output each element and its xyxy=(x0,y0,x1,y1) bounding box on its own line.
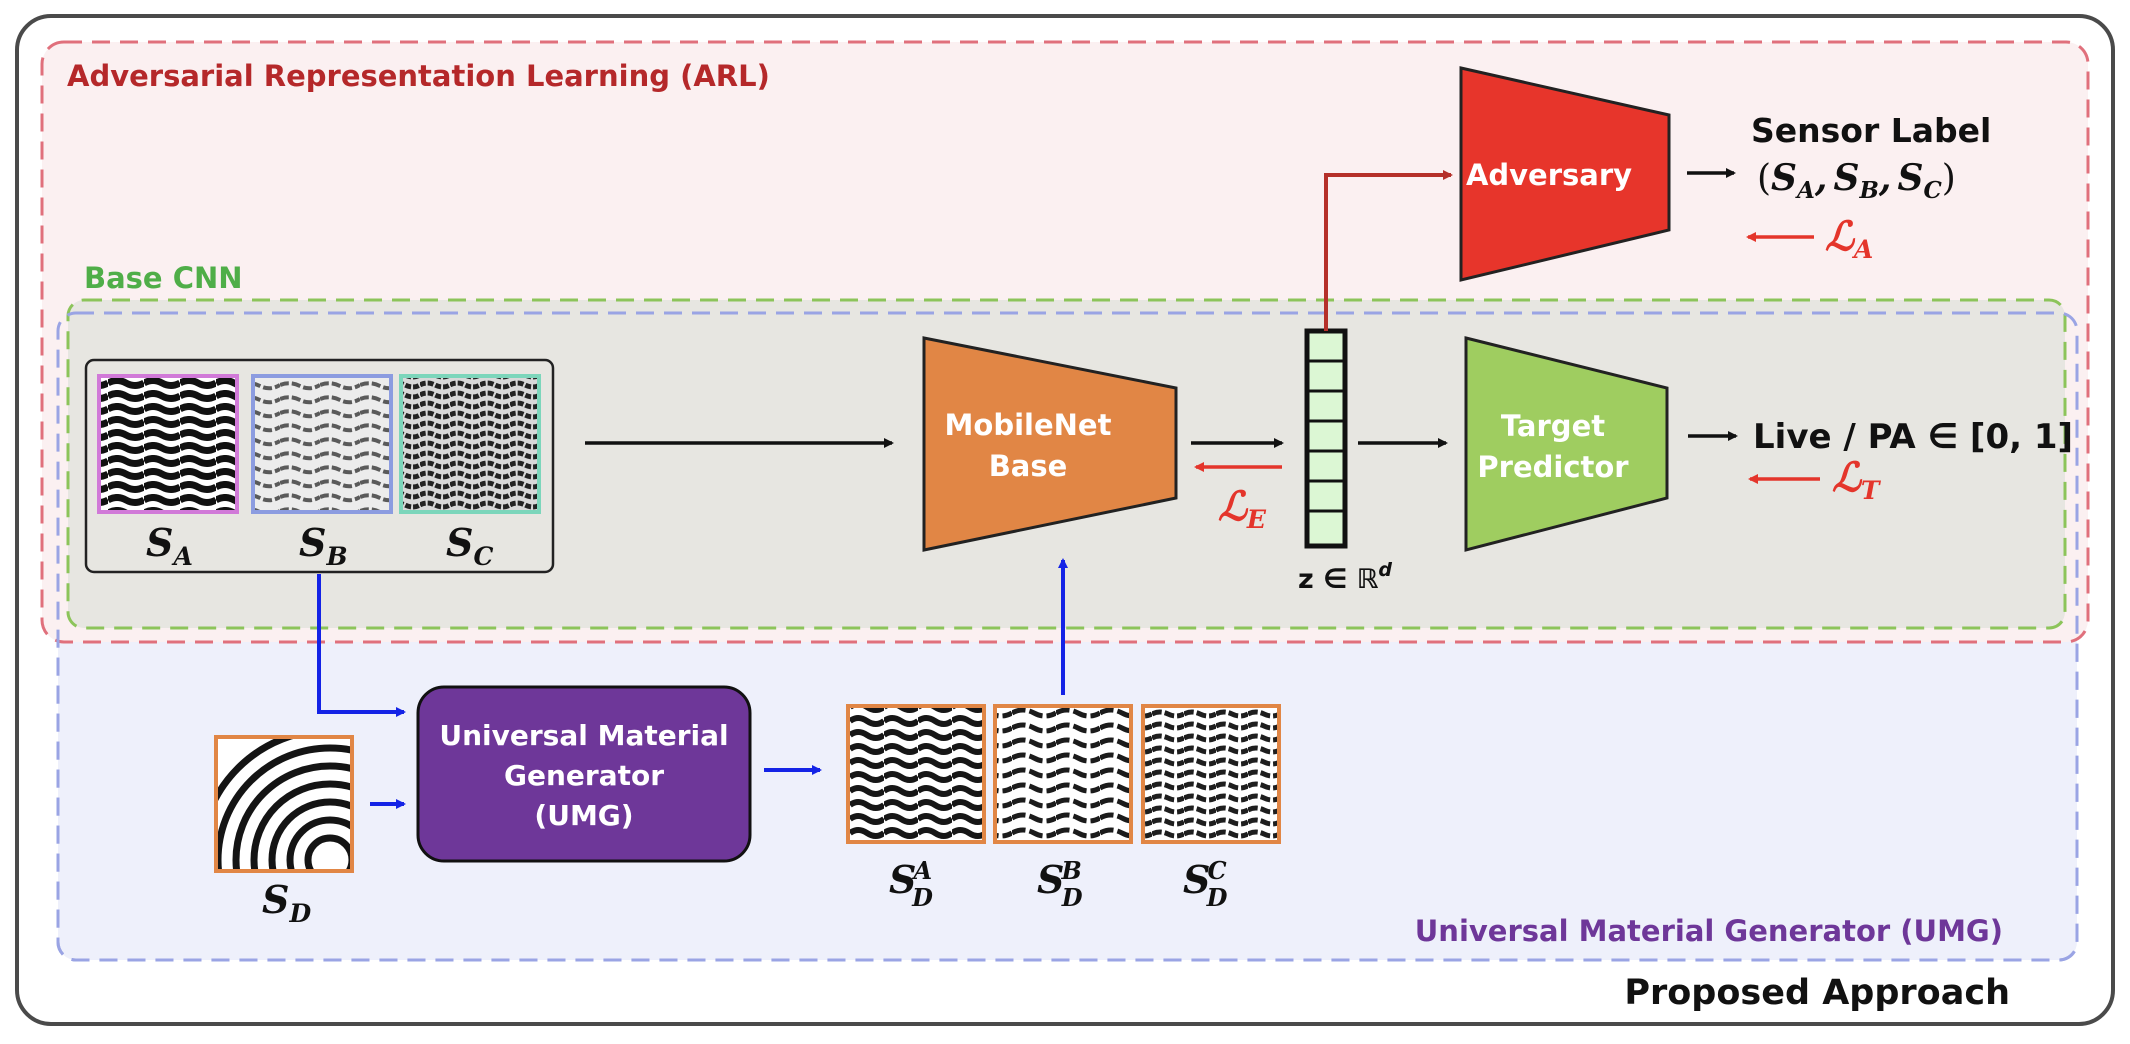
fingerprint-patch-sdb xyxy=(993,704,1133,844)
fingerprint-patch-sb xyxy=(251,374,393,514)
umg-block xyxy=(416,685,752,863)
adversary-block xyxy=(1459,66,1671,282)
umg-block-label-3: (UMG) xyxy=(534,799,633,832)
arrow-sb-to-umg xyxy=(317,574,406,717)
target-predictor-block xyxy=(1464,336,1669,552)
live-pa-label: Live / PA ∈ [0, 1] xyxy=(1753,417,2073,457)
footer-title: Proposed Approach xyxy=(1624,973,2010,1013)
umg-title: Universal Material Generator (UMG) xyxy=(1415,914,2003,948)
fingerprint-patch-sd-border xyxy=(214,735,354,873)
arl-title: Adversarial Representation Learning (ARL… xyxy=(67,59,770,93)
loss-a-label: ℒA xyxy=(1825,213,1873,264)
umg-block-label-2: Generator xyxy=(504,759,664,792)
fingerprint-patch-sa xyxy=(97,374,239,514)
mobilenet-base-block xyxy=(922,336,1178,552)
umg-region-overlay xyxy=(56,311,2079,962)
sensor-label-title: Sensor Label xyxy=(1751,111,1991,150)
mobilenet-label-2: Base xyxy=(989,449,1068,483)
latent-vector xyxy=(1304,328,1348,549)
loss-t-label: ℒT xyxy=(1832,454,1882,505)
arrow-latent-to-adversary xyxy=(1324,170,1453,331)
loss-e-label: ℒE xyxy=(1218,483,1267,534)
label-sd: SD xyxy=(262,877,311,928)
target-label: Target xyxy=(1501,409,1605,443)
adversary-label: Adversary xyxy=(1466,158,1632,192)
label-sb: SB xyxy=(299,520,348,571)
fingerprint-patch-sda xyxy=(846,704,986,844)
target-label-2: Predictor xyxy=(1477,450,1629,484)
label-sa: SA xyxy=(146,520,193,571)
mobilenet-label: MobileNet xyxy=(945,408,1112,442)
latent-label: z ∈ ℝd xyxy=(1298,559,1392,595)
sensor-label-set: (SA,SB,SC) xyxy=(1757,157,1956,204)
umg-block-label-1: Universal Material xyxy=(439,719,728,752)
fingerprint-patch-sc xyxy=(399,374,541,514)
label-sc: SC xyxy=(446,520,493,571)
base-cnn-title: Base CNN xyxy=(84,261,243,295)
fingerprint-patch-sdc xyxy=(1141,704,1281,844)
